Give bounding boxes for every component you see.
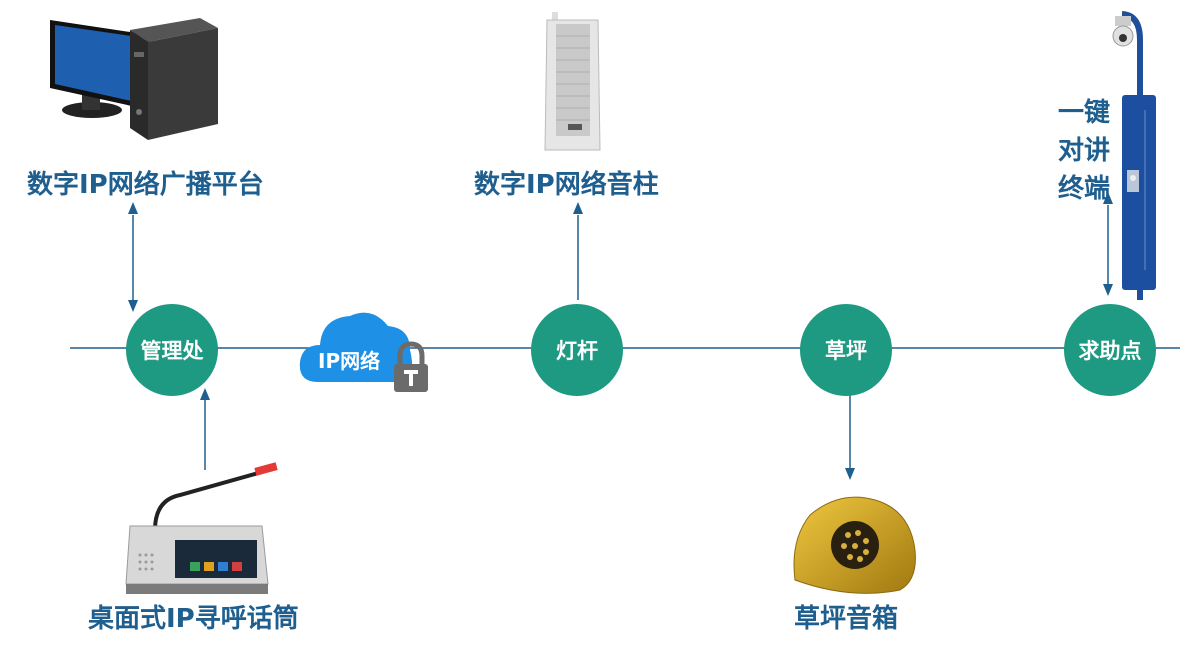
node-lawn: 草坪	[800, 304, 892, 396]
lock-icon	[394, 341, 428, 392]
emergency-pole-icon	[1112, 11, 1156, 300]
desk-mic-label: 桌面式IP寻呼话筒	[88, 604, 299, 634]
computer-icon	[50, 18, 218, 140]
intercom-label-line-3: 终端	[1058, 174, 1111, 204]
platform-label: 数字IP网络广播平台	[27, 170, 264, 200]
lawn-speaker-icon	[793, 496, 916, 594]
intercom-label-line-2: 对讲	[1058, 136, 1111, 166]
link-pole-column	[573, 202, 583, 300]
link-mic-management	[200, 388, 210, 470]
cloud-icon	[299, 312, 413, 382]
link-lawn-speaker	[845, 395, 855, 480]
column-speaker-label: 数字IP网络音柱	[474, 170, 659, 200]
column-speaker-icon	[544, 12, 601, 151]
node-help-point-label: 求助点	[1078, 339, 1142, 363]
node-management-label: 管理处	[140, 339, 204, 363]
node-lawn-label: 草坪	[825, 339, 867, 363]
link-intercom-help	[1103, 192, 1113, 296]
lawn-speaker-label: 草坪音箱	[794, 604, 899, 634]
desk-microphone-icon	[125, 462, 278, 594]
node-management: 管理处	[126, 304, 218, 396]
cloud-label: IP网络	[318, 349, 381, 373]
node-help-point: 求助点	[1064, 304, 1156, 396]
node-light-pole-label: 灯杆	[556, 339, 598, 363]
link-platform-management	[128, 202, 138, 312]
intercom-label: 一键 对讲 终端	[1058, 94, 1110, 208]
intercom-label-line-1: 一键	[1058, 98, 1111, 128]
node-light-pole: 灯杆	[531, 304, 623, 396]
